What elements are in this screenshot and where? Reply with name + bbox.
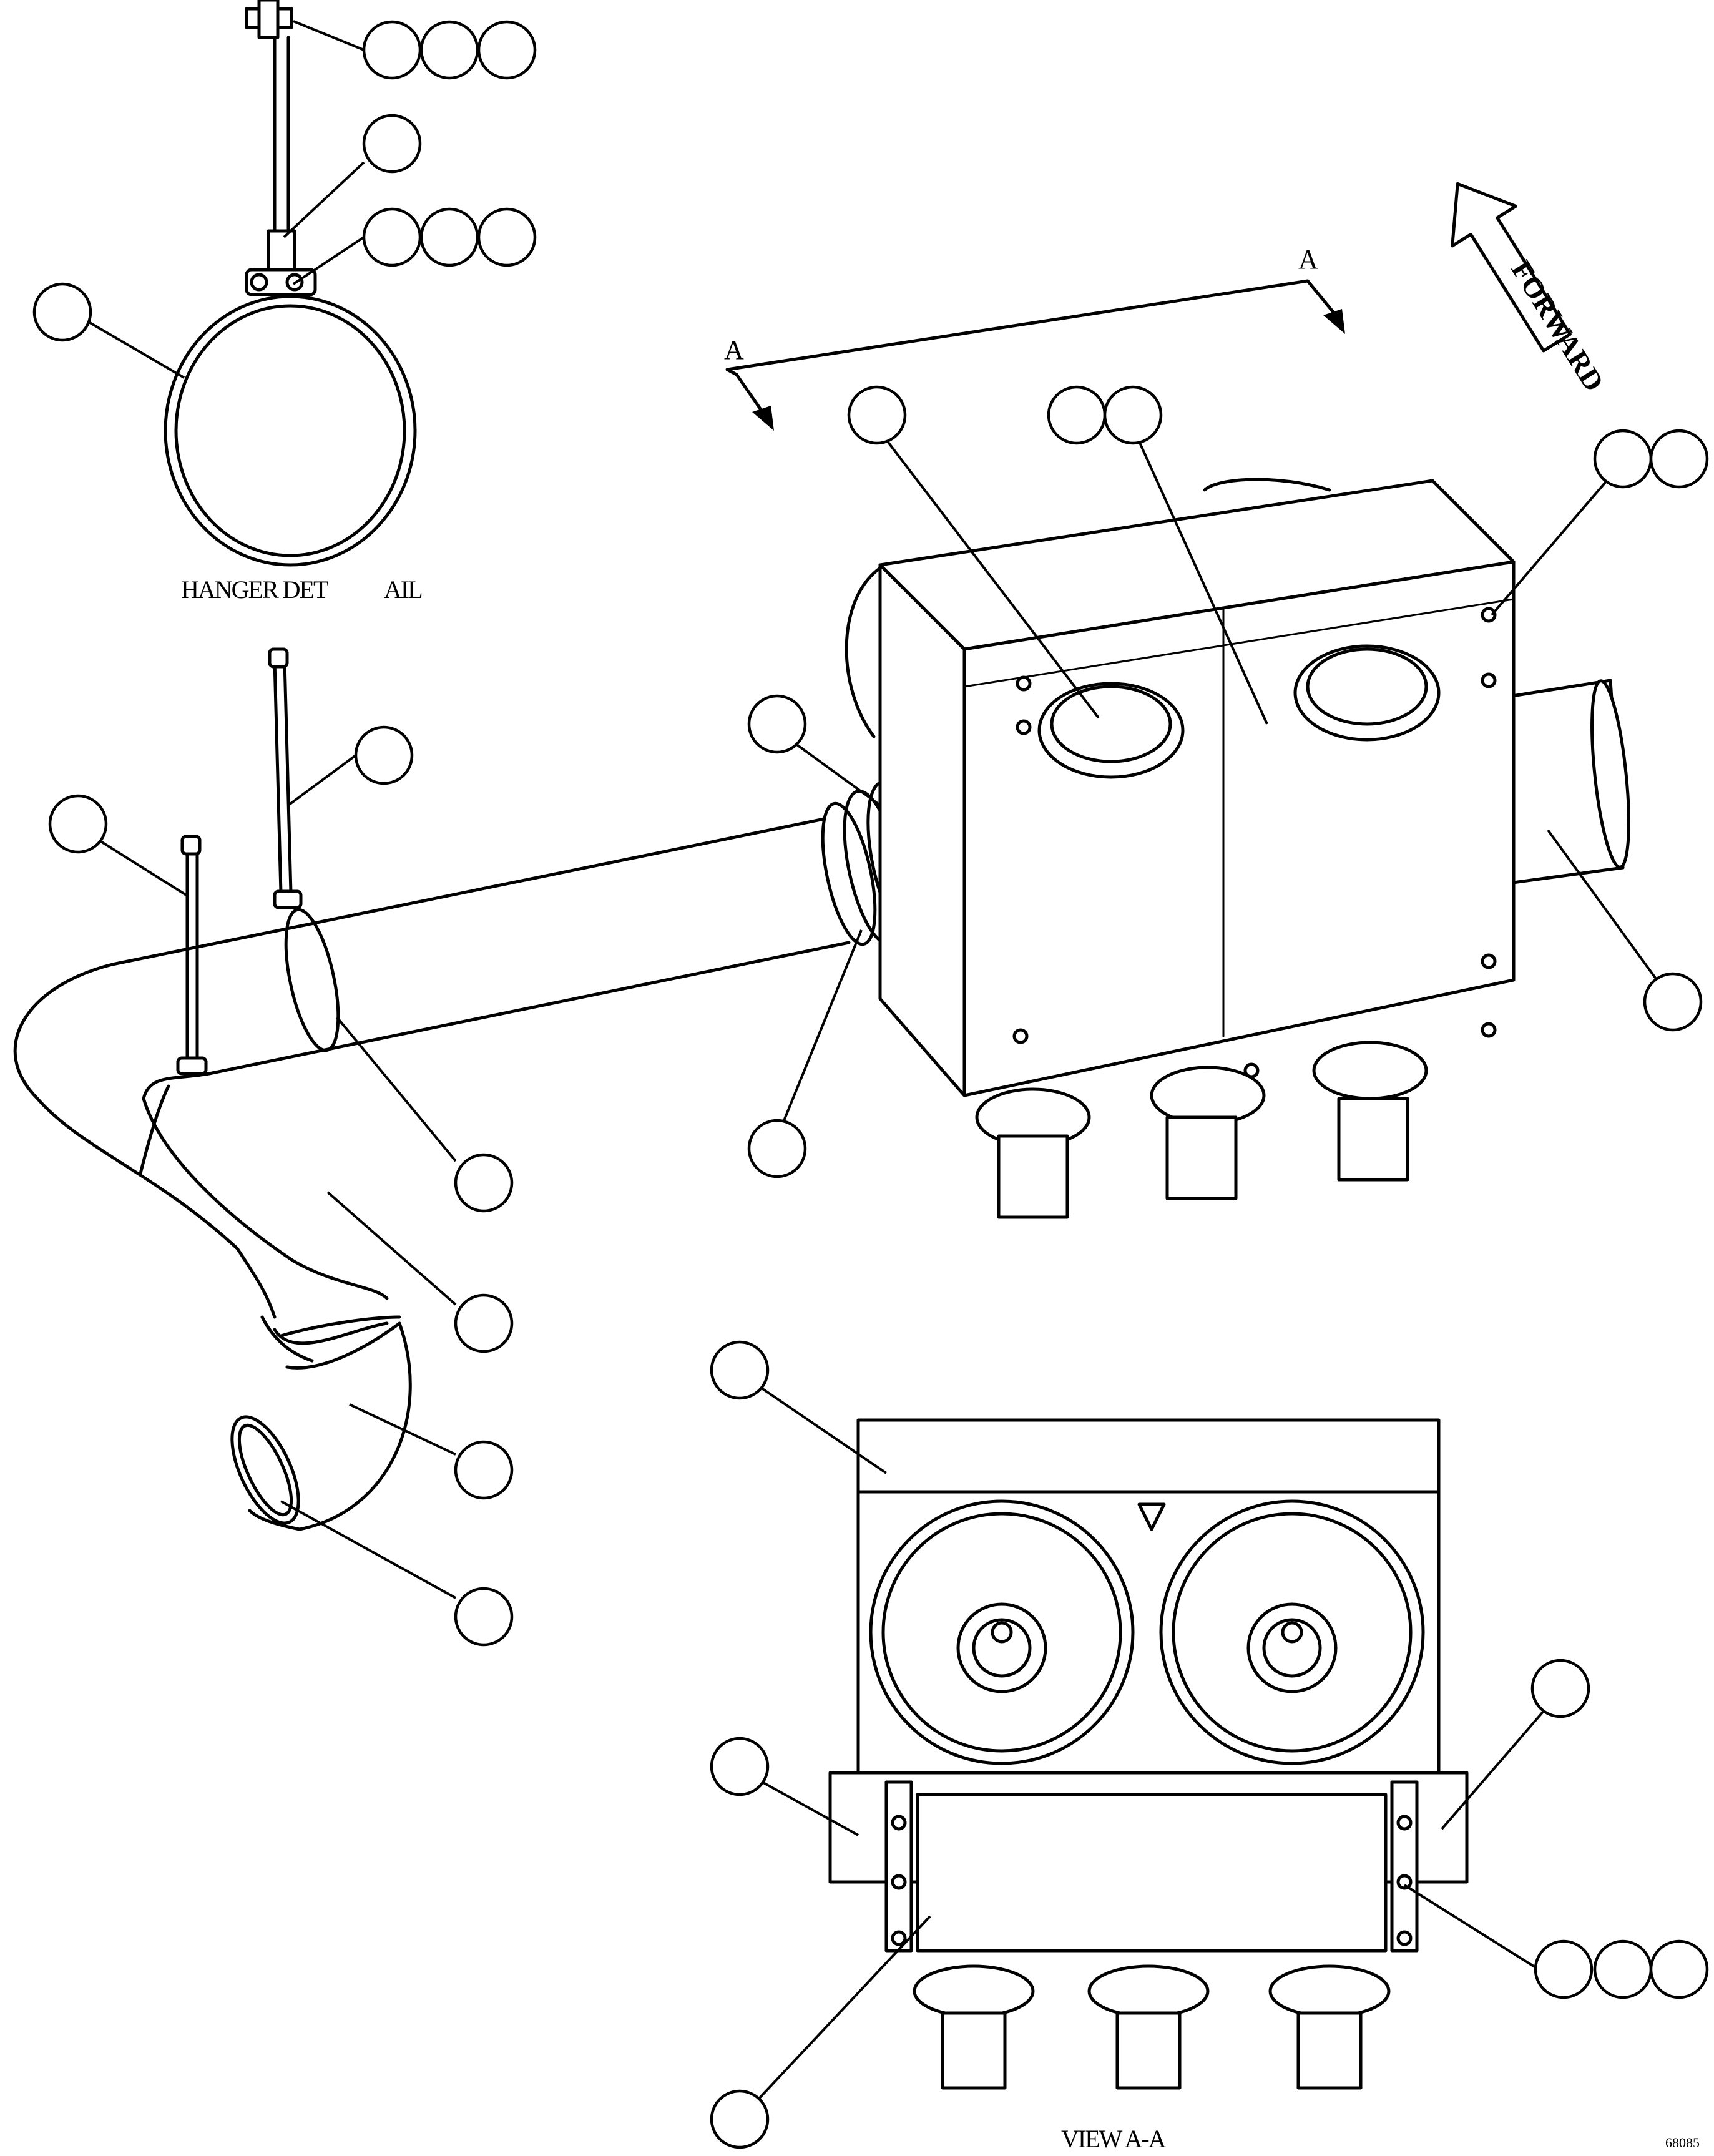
callout-bubble: [1643, 972, 1703, 1032]
callout-bubble: [1649, 1939, 1709, 1999]
callout-bubble: [710, 1737, 770, 1796]
callout-bubbles: [32, 20, 1709, 2149]
hanger-detail-caption-left: HANGER DET: [181, 576, 328, 604]
view-caption: VIEW A-A: [1061, 2125, 1167, 2153]
section-letter-bottom: A: [724, 335, 744, 365]
section-letter-top: A: [1298, 244, 1318, 275]
drawing-number: 68085: [1665, 2135, 1700, 2150]
air-cleaner-box: [845, 478, 1516, 1219]
callout-bubble: [477, 20, 537, 80]
callout-bubble: [362, 20, 422, 80]
callout-bubble: [1103, 385, 1163, 445]
forward-label: FORWARD: [1506, 255, 1610, 396]
callout-bubble: [454, 1293, 514, 1353]
callout-bubble: [710, 1340, 770, 1400]
leader-lines: [77, 20, 1674, 2120]
callout-bubble: [1530, 1659, 1590, 1718]
callout-bubble: [1593, 1939, 1653, 1999]
callout-bubble: [747, 694, 807, 754]
callout-bubble: [419, 20, 479, 80]
hanger-detail-caption-right: AIL: [384, 576, 422, 604]
callout-bubble: [32, 282, 92, 342]
callout-bubble: [1649, 429, 1709, 489]
callout-bubble: [1534, 1939, 1594, 1999]
callout-bubble: [419, 207, 479, 267]
forward-arrow: FORWARD: [1451, 182, 1610, 396]
hanger-detail: HANGER DET AIL: [164, 0, 423, 604]
callout-bubble: [1047, 385, 1107, 445]
callout-bubble: [354, 725, 414, 785]
callout-bubble: [847, 385, 907, 445]
callout-bubble: [747, 1119, 807, 1178]
callout-bubble: [48, 794, 108, 854]
view-a-a: VIEW A-A: [828, 1418, 1469, 2153]
callout-bubble: [454, 1153, 514, 1213]
callout-bubble: [362, 114, 422, 174]
callout-bubble: [1593, 429, 1653, 489]
callout-bubble: [454, 1440, 514, 1500]
section-line-a-a: A A: [724, 244, 1345, 431]
callout-bubble: [710, 2089, 770, 2149]
callout-bubble: [362, 207, 422, 267]
callout-bubble: [454, 1587, 514, 1647]
callout-bubble: [477, 207, 537, 267]
